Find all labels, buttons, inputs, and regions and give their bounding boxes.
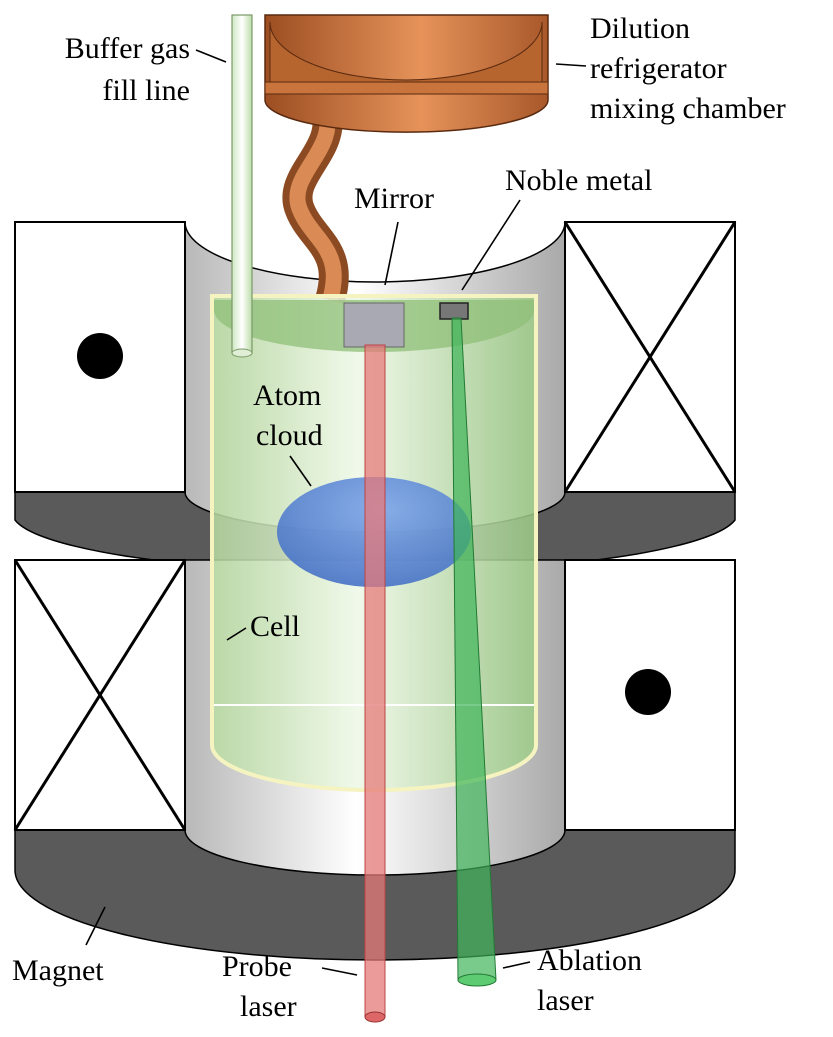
label-atom-cloud-1: Atom (253, 379, 321, 412)
ablation-beam-end (457, 973, 497, 987)
leader-atom-cloud (289, 455, 312, 487)
mixing-chamber-rim (264, 81, 549, 95)
probe-beam-end (364, 1011, 386, 1023)
current-out-dot-upper (77, 333, 123, 379)
label-probe-1: Probe (222, 950, 292, 983)
label-buffer-gas-1: Buffer gas (65, 32, 190, 65)
leader-magnet (85, 906, 106, 946)
current-in-cross-upper-b (563, 221, 737, 493)
leader-buffer-gas (195, 49, 227, 63)
leader-mirror (384, 221, 399, 286)
mixing-chamber-bowl (269, 21, 543, 83)
label-ablation-1: Ablation (537, 944, 642, 977)
label-atom-cloud-2: cloud (256, 419, 323, 452)
label-dilution-1: Dilution (590, 12, 690, 45)
ablation-laser-beam (451, 317, 497, 987)
noble-metal-target (439, 302, 469, 320)
current-in-cross-lower-b (13, 559, 187, 831)
label-noble-metal: Noble metal (505, 164, 652, 197)
label-dilution-3: mixing chamber (590, 92, 786, 125)
leader-cell (226, 627, 247, 641)
probe-laser-beam (364, 344, 386, 1023)
leader-noble-metal (461, 199, 521, 291)
label-cell: Cell (250, 610, 300, 643)
fill-line-end (231, 348, 253, 358)
label-ablation-2: laser (537, 984, 594, 1017)
current-out-dot-lower (625, 669, 671, 715)
label-buffer-gas-2: fill line (103, 74, 190, 107)
label-dilution-2: refrigerator (590, 52, 727, 85)
leader-probe (321, 967, 358, 976)
leader-ablation (502, 961, 531, 969)
mixing-chamber-body (264, 14, 549, 133)
label-magnet: Magnet (12, 954, 104, 987)
buffer-gas-fill-line (231, 14, 253, 358)
probe-window (343, 302, 405, 348)
label-probe-2: laser (240, 990, 297, 1023)
probe-beam-body (364, 344, 386, 1018)
fill-line-tube (231, 14, 253, 354)
label-mirror: Mirror (354, 182, 434, 215)
mixing-chamber (264, 14, 549, 305)
copper-thermal-link-highlight (289, 105, 342, 303)
leader-dilution (555, 63, 587, 67)
